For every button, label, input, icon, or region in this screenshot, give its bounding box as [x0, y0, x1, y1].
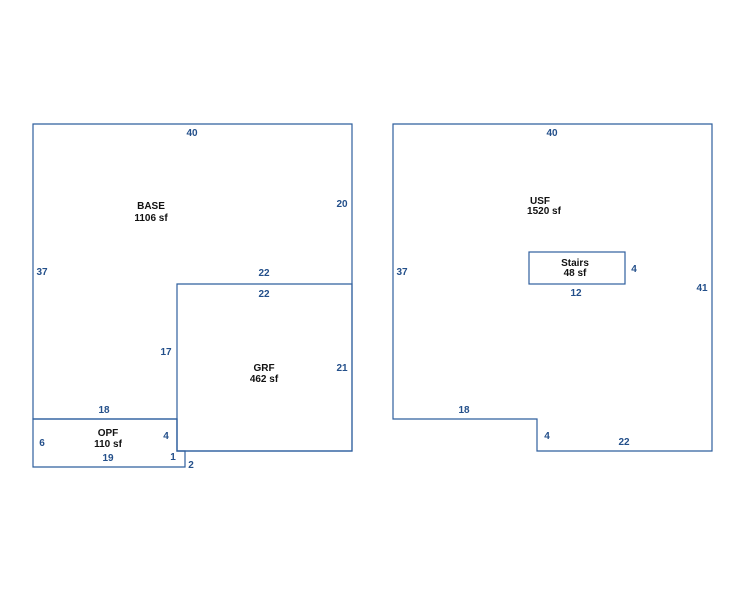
dim-stairs-right: 4 — [631, 264, 637, 275]
dim-grf-right: 21 — [336, 363, 348, 374]
dim-grf-left: 17 — [160, 347, 172, 358]
dim-usf-notch: 4 — [544, 431, 550, 442]
base-name: BASE — [137, 201, 165, 212]
grf-outline — [176, 283, 353, 452]
dim-opf-step: 1 — [170, 452, 176, 463]
dim-grf-top: 22 — [258, 289, 270, 300]
dim-opf-step-right: 2 — [188, 460, 194, 471]
base-outline — [32, 123, 353, 452]
stairs-area: 48 sf — [564, 268, 587, 279]
dim-base-top: 40 — [186, 128, 198, 139]
grf-area: 462 sf — [250, 374, 279, 385]
dim-opf-bottom: 19 — [102, 453, 114, 464]
dim-base-right: 20 — [336, 199, 348, 210]
dim-base-left: 37 — [36, 267, 48, 278]
stairs-name: Stairs — [561, 258, 589, 269]
dim-usf-bottom-left: 18 — [458, 405, 470, 416]
usf-name: USF — [530, 196, 550, 207]
opf-outline — [32, 418, 186, 468]
grf-name: GRF — [253, 363, 274, 374]
dim-usf-bottom-right: 22 — [618, 437, 630, 448]
opf-area: 110 sf — [94, 439, 122, 450]
dim-base-inner-top: 22 — [258, 268, 270, 279]
dim-opf-left: 6 — [39, 438, 45, 449]
dim-usf-top: 40 — [546, 128, 558, 139]
dim-usf-left: 37 — [396, 267, 408, 278]
usf-area: 1520 sf — [527, 206, 562, 217]
dim-opf-right: 4 — [163, 431, 169, 442]
stairs-outline — [528, 251, 626, 285]
dim-base-bottom: 18 — [98, 405, 110, 416]
opf-name: OPF — [98, 428, 119, 439]
base-area: 1106 sf — [134, 213, 168, 224]
usf-outline — [392, 123, 713, 452]
dim-usf-right: 41 — [696, 283, 708, 294]
dim-stairs-bottom: 12 — [570, 288, 582, 299]
